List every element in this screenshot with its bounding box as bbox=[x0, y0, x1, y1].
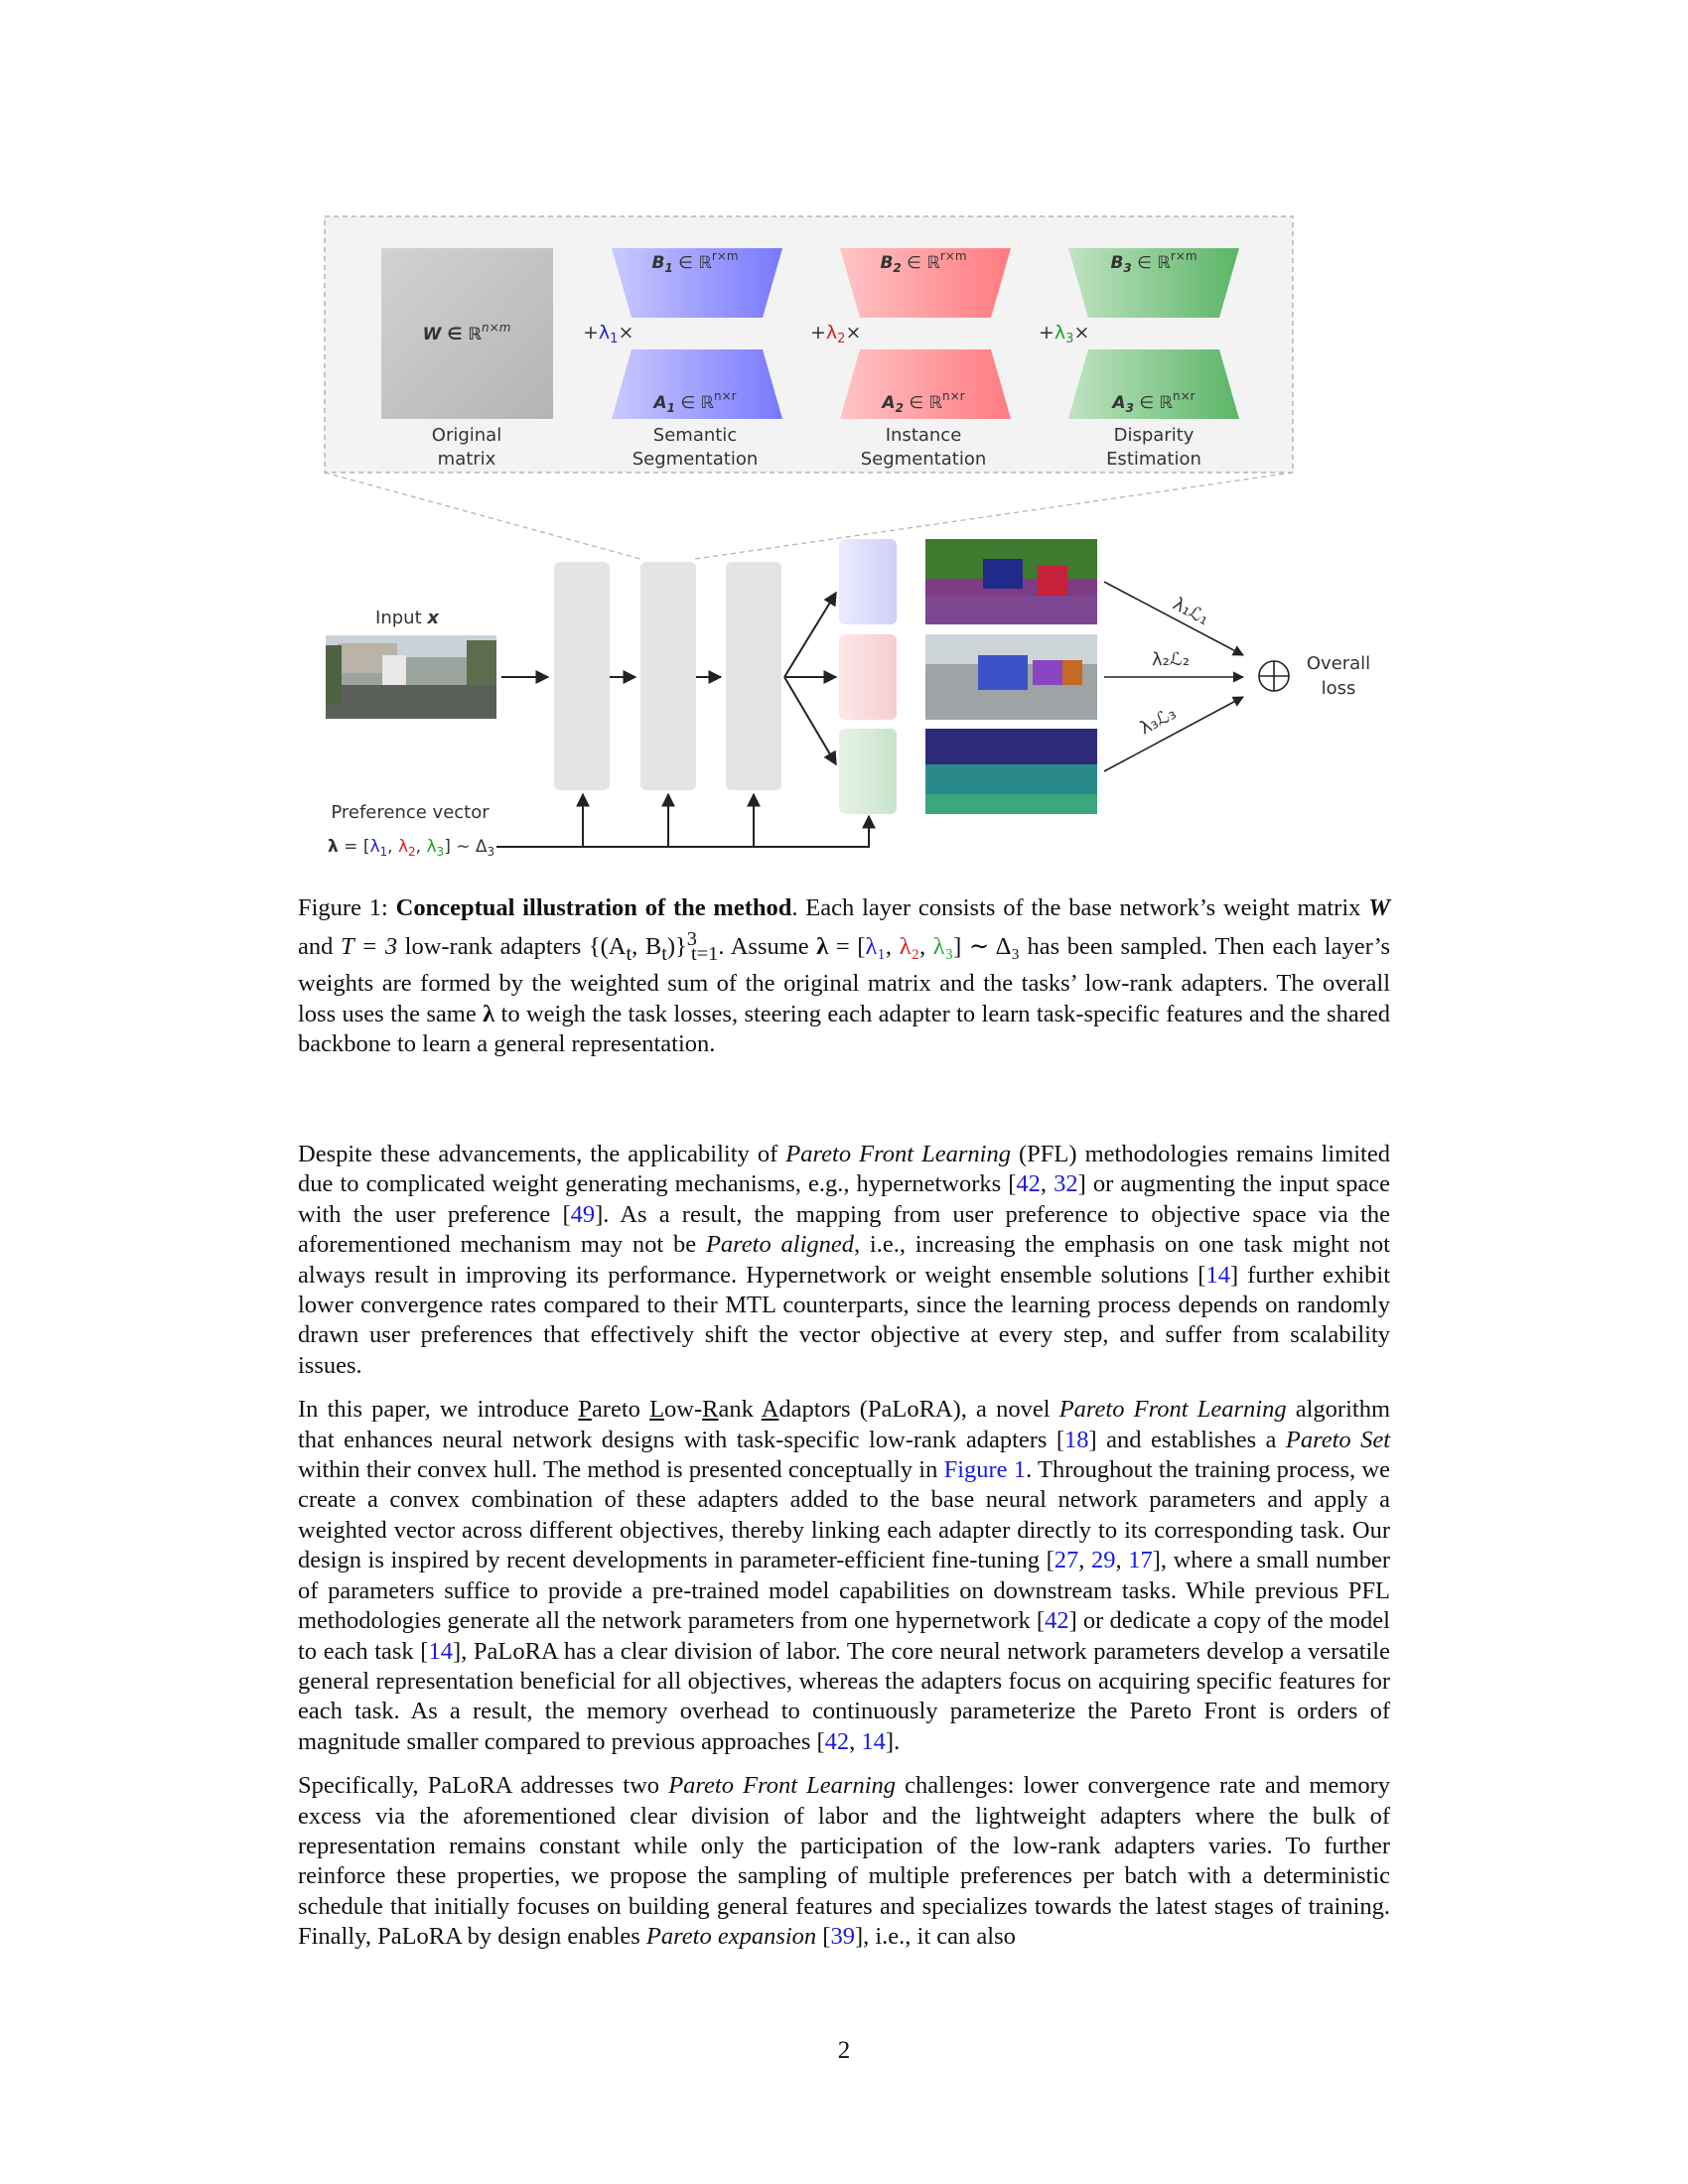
adapter-A2 bbox=[840, 349, 1011, 419]
zoom-line-right bbox=[694, 472, 1294, 560]
citation[interactable]: 39 bbox=[830, 1923, 855, 1951]
lambda-3-plus: +λ3× bbox=[1039, 322, 1089, 346]
adapter-B2 bbox=[840, 248, 1011, 318]
page-number: 2 bbox=[837, 2037, 851, 2064]
task-3-label-1: Disparity bbox=[1114, 425, 1195, 446]
citation[interactable]: 14 bbox=[428, 1637, 453, 1665]
figure-1-link[interactable]: Figure 1 bbox=[943, 1456, 1027, 1484]
loss-term-1: λ₁ℒ₁ bbox=[1170, 594, 1212, 629]
adapter-A1 bbox=[612, 349, 782, 419]
citation[interactable]: 42 bbox=[1045, 1607, 1069, 1635]
layer-2 bbox=[640, 562, 696, 790]
citation[interactable]: 42 bbox=[1016, 1170, 1041, 1198]
lambda-1-plus: +λ1× bbox=[583, 322, 633, 346]
loss-term-2: λ₂ℒ₂ bbox=[1152, 649, 1190, 670]
input-image bbox=[326, 635, 496, 719]
task-2-label-1: Instance bbox=[886, 425, 962, 446]
original-label-2: matrix bbox=[438, 449, 496, 470]
body-text: Despite these advancements, the applicab… bbox=[298, 1140, 1390, 1967]
output-instance bbox=[925, 634, 1097, 720]
overall-loss-2: loss bbox=[1322, 678, 1356, 699]
preference-label: Preference vector bbox=[331, 802, 490, 823]
original-label-1: Original bbox=[432, 425, 501, 446]
A1-label: A1 ∈ ℝn×r bbox=[651, 389, 736, 415]
output-semantic bbox=[925, 539, 1097, 624]
citation[interactable]: 14 bbox=[861, 1727, 886, 1755]
paragraph-1: Despite these advancements, the applicab… bbox=[298, 1141, 1390, 1379]
input-label: Input x bbox=[375, 608, 440, 628]
task-1-label-2: Segmentation bbox=[633, 449, 759, 470]
task-3-label-2: Estimation bbox=[1106, 449, 1201, 470]
caption-title: Conceptual illustration of the method bbox=[395, 894, 792, 921]
paragraph-3: Specifically, PaLoRA addresses two Paret… bbox=[298, 1772, 1391, 1951]
overall-loss-1: Overall bbox=[1307, 653, 1370, 674]
citation[interactable]: 29 bbox=[1091, 1547, 1116, 1574]
citation[interactable]: 42 bbox=[824, 1727, 850, 1755]
citation[interactable]: 49 bbox=[570, 1200, 596, 1228]
preference-formula: λ = [λ1, λ2, λ3] ∼ Δ3 bbox=[328, 837, 494, 859]
zoom-line-left bbox=[324, 472, 641, 560]
adapter-A3 bbox=[1068, 349, 1239, 419]
adapter-B1 bbox=[612, 248, 782, 318]
layer-3 bbox=[726, 562, 781, 790]
task-2-label-2: Segmentation bbox=[861, 449, 987, 470]
sum-icon bbox=[1258, 660, 1290, 692]
citation[interactable]: 17 bbox=[1128, 1547, 1153, 1574]
figure-1: W ∈ ℝn×m Original matrix +λ1× B1 ∈ ℝr×m … bbox=[324, 215, 1370, 859]
head-instance bbox=[839, 634, 897, 720]
citation[interactable]: 14 bbox=[1205, 1261, 1230, 1289]
task-1-label-1: Semantic bbox=[653, 425, 737, 446]
citation[interactable]: 18 bbox=[1064, 1426, 1089, 1453]
output-disparity bbox=[925, 729, 1097, 814]
figure-caption: Figure 1: Conceptual illustration of the… bbox=[298, 894, 1391, 1058]
citation[interactable]: 27 bbox=[1054, 1547, 1079, 1574]
citation[interactable]: 32 bbox=[1054, 1170, 1078, 1198]
paragraph-2: In this paper, we introduce Pareto Low-R… bbox=[298, 1396, 1391, 1755]
head-disparity bbox=[839, 729, 897, 814]
adapter-B3 bbox=[1068, 248, 1239, 318]
layer-1 bbox=[554, 562, 610, 790]
weight-label: W ∈ ℝn×m bbox=[423, 321, 511, 344]
head-semantic bbox=[839, 539, 897, 624]
weight-matrix bbox=[381, 248, 553, 419]
lambda-2-plus: +λ2× bbox=[810, 322, 861, 346]
